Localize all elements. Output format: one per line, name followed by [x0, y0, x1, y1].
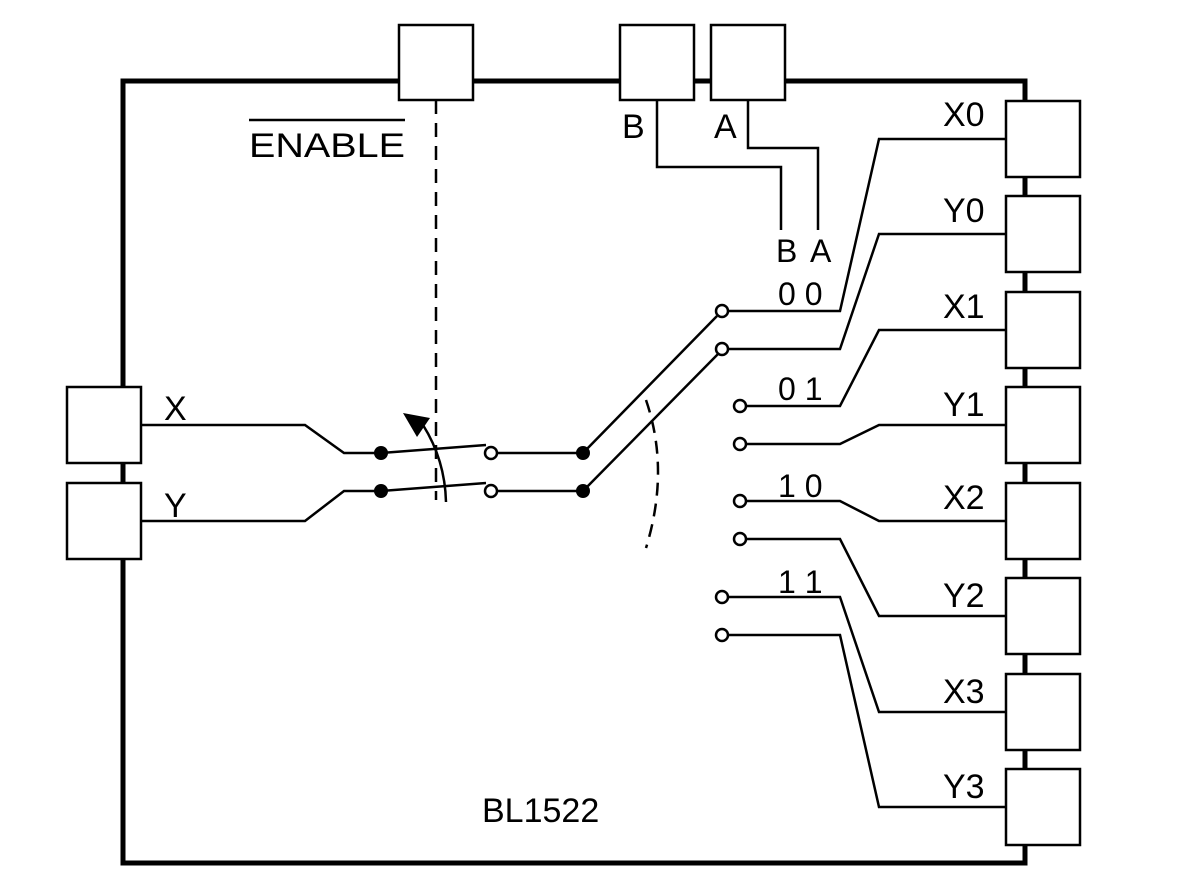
x-enable-contact [483, 445, 499, 461]
x1-pin [1004, 290, 1082, 370]
selector-b-label: B [776, 233, 797, 269]
x2-pin [1004, 481, 1082, 561]
y0-label: Y0 [943, 192, 985, 230]
b-wire [655, 100, 783, 230]
x0-pin [1004, 99, 1082, 179]
x3-label: X3 [943, 673, 985, 711]
y-pivot-node [576, 484, 590, 498]
y3-label: Y3 [943, 768, 985, 806]
x0-wire [722, 137, 1006, 313]
b-label: B [622, 108, 645, 146]
chip-name: BL1522 [482, 792, 599, 830]
x-select-blade [582, 315, 718, 454]
y2-pin [1004, 576, 1082, 656]
a-pin [709, 23, 787, 102]
x0-label: X0 [943, 96, 985, 134]
y2-contact [732, 531, 748, 547]
selector-a-label: A [810, 233, 832, 269]
code-01-label: 0 1 [778, 371, 822, 407]
y-input-wire [141, 489, 381, 523]
x0-contact [714, 303, 730, 319]
x2-wire [740, 499, 1006, 523]
y3-contact [714, 627, 730, 643]
b-pin [618, 23, 696, 102]
y0-pin [1004, 194, 1082, 274]
y2-wire [740, 537, 1006, 618]
x1-label: X1 [943, 288, 985, 326]
x-pivot-node [576, 446, 590, 460]
y-input-node [374, 484, 388, 498]
y-enable-contact [483, 483, 499, 499]
selector-swing-arc [644, 399, 660, 549]
y-select-blade [582, 352, 720, 492]
x1-contact [732, 398, 748, 414]
y-label: Y [164, 487, 187, 525]
x2-contact [732, 493, 748, 509]
x-pin [65, 385, 143, 465]
y0-contact [714, 341, 730, 357]
x3-wire [722, 595, 1006, 714]
x-input-wire [141, 423, 381, 455]
y3-wire [722, 633, 1006, 809]
code-10-label: 1 0 [778, 468, 822, 504]
a-label: A [714, 108, 737, 146]
switch-arrowhead [403, 413, 430, 437]
y0-wire [722, 232, 1006, 351]
y1-label: Y1 [943, 386, 985, 424]
y-enable-blade [380, 481, 487, 493]
enable-pin [397, 23, 475, 102]
code-00-label: 0 0 [778, 276, 822, 312]
enable-label: ENABLE [249, 127, 405, 165]
x2-label: X2 [943, 479, 985, 517]
code-11-label: 1 1 [778, 564, 822, 600]
switch-arrow [421, 424, 448, 503]
x-input-node [374, 446, 388, 460]
y1-contact [732, 436, 748, 452]
x-enable-blade [380, 443, 487, 455]
x-label: X [164, 390, 187, 428]
x3-contact [714, 589, 730, 605]
y2-label: Y2 [943, 577, 985, 615]
y-pin [65, 481, 143, 561]
y1-pin [1004, 385, 1082, 465]
a-wire [746, 100, 820, 230]
x3-pin [1004, 672, 1082, 752]
y1-wire [740, 423, 1006, 446]
chip-body [120, 78, 1028, 866]
x1-wire [740, 328, 1006, 408]
y3-pin [1004, 767, 1082, 847]
